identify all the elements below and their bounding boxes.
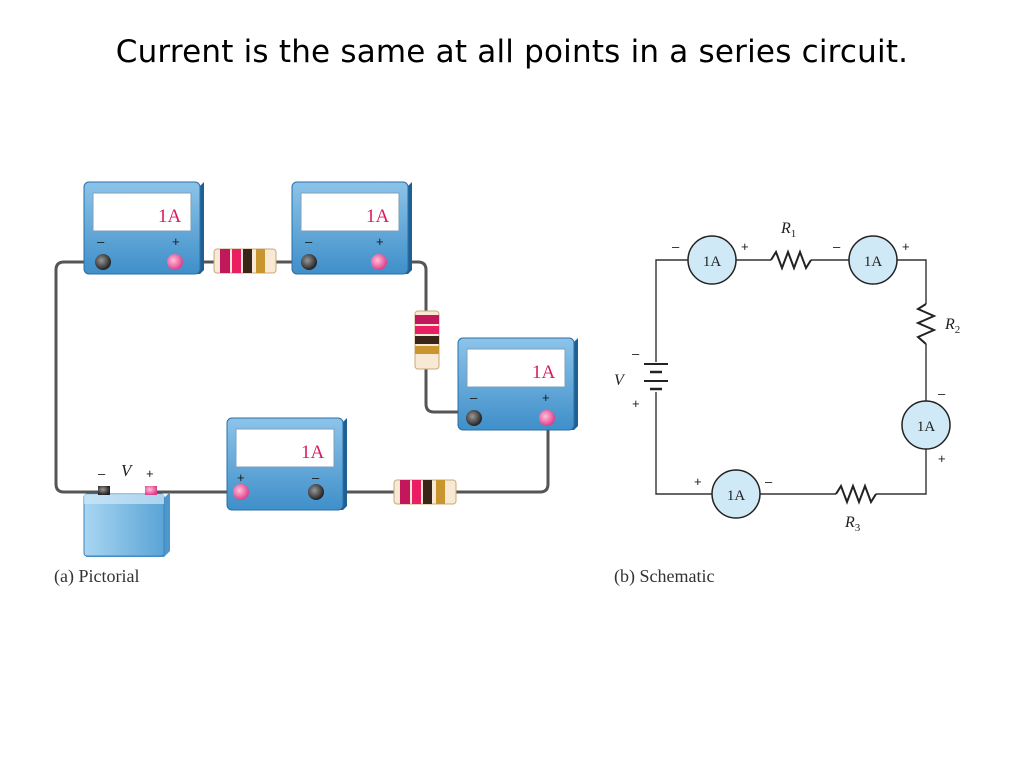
negative-terminal-icon [301, 254, 317, 270]
ammeter-label: 1A [727, 488, 746, 504]
battery-negative-terminal-icon [98, 486, 110, 495]
plus-sign: + [376, 234, 384, 249]
ammeter-label: 1A [703, 254, 722, 270]
minus-sign: – [470, 390, 478, 405]
resistor-2 [414, 310, 440, 370]
resistor-r1-label: R1 [780, 220, 796, 240]
plus-sign: + [902, 239, 910, 254]
minus-sign: – [938, 386, 946, 401]
negative-terminal-icon [308, 484, 324, 500]
plus-sign: + [542, 390, 550, 405]
meter-reading: 1A [158, 206, 182, 227]
source-label: V [614, 372, 626, 389]
resistor-r3: R3 [835, 485, 877, 534]
positive-terminal-icon [167, 254, 183, 270]
meter-reading: 1A [301, 442, 325, 463]
negative-terminal-icon [95, 254, 111, 270]
minus-sign: – [305, 234, 313, 249]
pictorial-diagram: 1A – + 1A – + 1A – + 1A + [54, 181, 579, 587]
minus-sign: – [312, 470, 320, 485]
schematic-diagram: R1 R2 R3 1A – + 1A – + 1A – + [614, 220, 960, 587]
schematic-ammeter-3: 1A – + [901, 386, 951, 466]
source-plus-sign: + [632, 396, 640, 411]
ammeter-label: 1A [864, 254, 883, 270]
positive-terminal-icon [539, 410, 555, 426]
negative-terminal-icon [466, 410, 482, 426]
plus-sign: + [938, 451, 946, 466]
minus-sign: – [672, 239, 680, 254]
battery-minus-sign: – [98, 466, 106, 481]
resistor-r2-label: R2 [944, 316, 960, 336]
ammeter-2: 1A – + [291, 181, 413, 275]
pictorial-caption: (a) Pictorial [54, 566, 139, 587]
battery: – V + [83, 461, 170, 557]
meter-reading: 1A [532, 362, 556, 383]
plus-sign: + [741, 239, 749, 254]
schematic-ammeter-1: 1A – + [672, 235, 749, 285]
battery-positive-terminal-icon [145, 486, 157, 495]
battery-label: V [121, 461, 134, 480]
plus-sign: + [172, 234, 180, 249]
ammeter-1: 1A – + [83, 181, 205, 275]
schematic-ammeter-2: 1A – + [833, 235, 910, 285]
schematic-battery: – V + [614, 346, 671, 411]
schematic-wires [655, 259, 927, 495]
resistor-r2: R2 [915, 303, 960, 345]
resistor-3 [393, 479, 457, 505]
positive-terminal-icon [233, 484, 249, 500]
resistor-1 [213, 248, 277, 274]
ammeter-4: 1A + – [226, 417, 348, 511]
battery-plus-sign: + [146, 466, 154, 481]
ammeter-3: 1A – + [457, 337, 579, 431]
resistor-r3-label: R3 [844, 514, 861, 534]
positive-terminal-icon [371, 254, 387, 270]
schematic-ammeter-4: 1A + – [694, 469, 773, 519]
slide-title: Current is the same at all points in a s… [115, 34, 909, 70]
plus-sign: + [237, 470, 245, 485]
minus-sign: – [765, 474, 773, 489]
minus-sign: – [97, 234, 105, 249]
resistor-r1: R1 [770, 220, 812, 269]
plus-sign: + [694, 474, 702, 489]
source-minus-sign: – [632, 346, 640, 361]
ammeter-label: 1A [917, 419, 936, 435]
schematic-caption: (b) Schematic [614, 566, 714, 587]
meter-reading: 1A [366, 206, 390, 227]
minus-sign: – [833, 239, 841, 254]
